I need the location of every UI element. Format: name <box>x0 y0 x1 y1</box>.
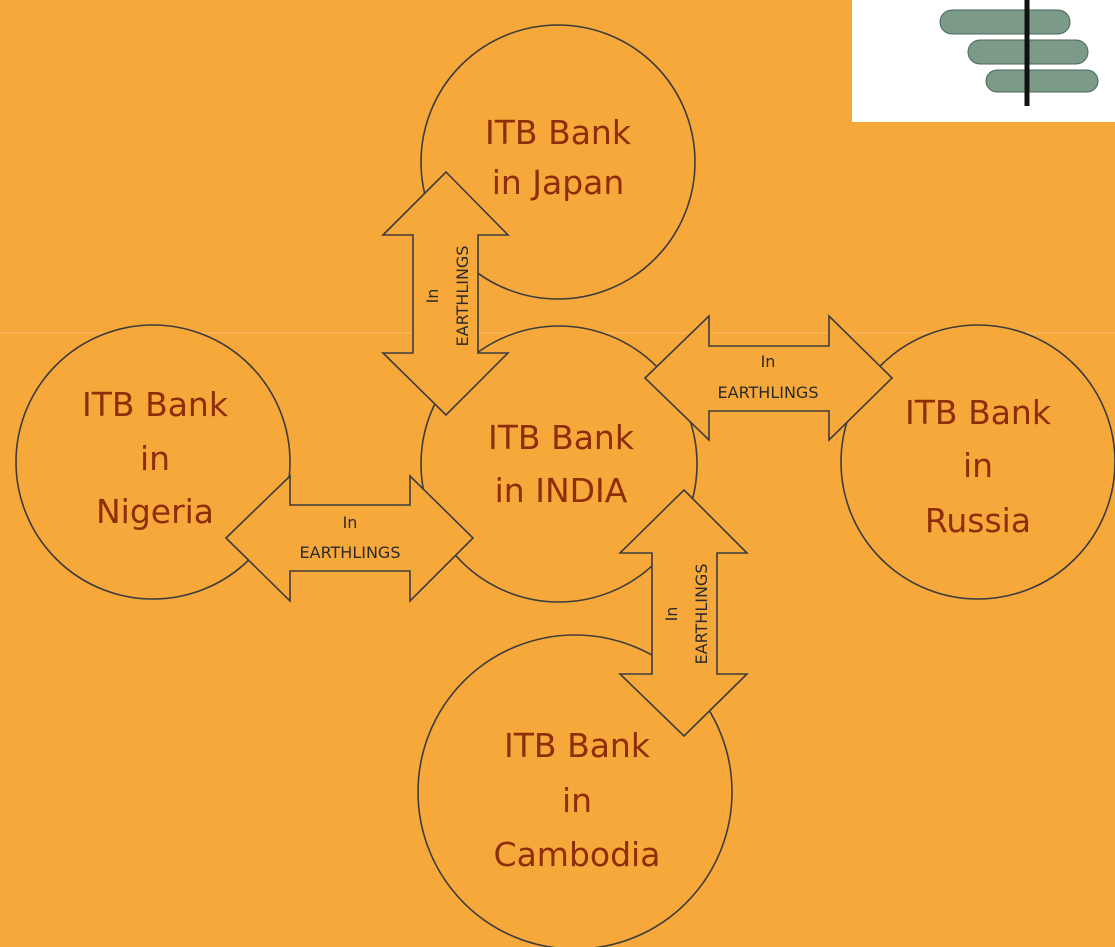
arrow-india-russia <box>643 314 894 442</box>
arrow-japan-india <box>381 170 510 417</box>
node-label-japan-line1: ITB Bank <box>485 113 632 152</box>
node-circle-russia <box>840 324 1115 600</box>
node-label-india-line1: ITB Bank <box>488 418 635 457</box>
node-label-russia-line3: Russia <box>925 501 1031 540</box>
node-label-nigeria-line3: Nigeria <box>96 492 214 531</box>
arrow-label-india-russia-line1: In <box>761 352 776 371</box>
arrow-label-india-cambodia: In EARTHLINGS <box>662 564 711 665</box>
tree-logo-icon <box>939 0 1099 106</box>
arrow-label-india-cambodia-line2: EARTHLINGS <box>692 564 711 665</box>
node-circle-india <box>420 325 698 603</box>
arrow-label-japan-india: In EARTHLINGS <box>423 246 472 347</box>
node-label-india-line2: in INDIA <box>495 471 628 510</box>
node-label-cambodia-line2: in <box>562 781 592 820</box>
node-label-russia-line1: ITB Bank <box>905 393 1052 432</box>
arrow-label-india-russia-line2: EARTHLINGS <box>718 383 819 402</box>
logo <box>852 0 1115 122</box>
arrow-label-india-cambodia-line1: In <box>662 607 681 622</box>
node-circle-cambodia <box>417 634 733 947</box>
arrow-label-nigeria-india-line2: EARTHLINGS <box>300 543 401 562</box>
arrow-india-cambodia <box>618 488 749 738</box>
node-label-nigeria-line2: in <box>140 439 170 478</box>
node-label-russia-line2: in <box>963 446 993 485</box>
node-label-cambodia-line3: Cambodia <box>494 835 661 874</box>
arrow-nigeria-india <box>224 474 475 603</box>
node-label-nigeria-line1: ITB Bank <box>82 385 229 424</box>
node-circle-nigeria <box>15 324 291 600</box>
arrow-label-japan-india-line1: In <box>423 289 442 304</box>
node-label-cambodia-line1: ITB Bank <box>504 726 651 765</box>
node-label-japan-line2: in Japan <box>492 163 625 202</box>
arrow-label-japan-india-line2: EARTHLINGS <box>453 246 472 347</box>
arrow-label-nigeria-india-line1: In <box>343 513 358 532</box>
